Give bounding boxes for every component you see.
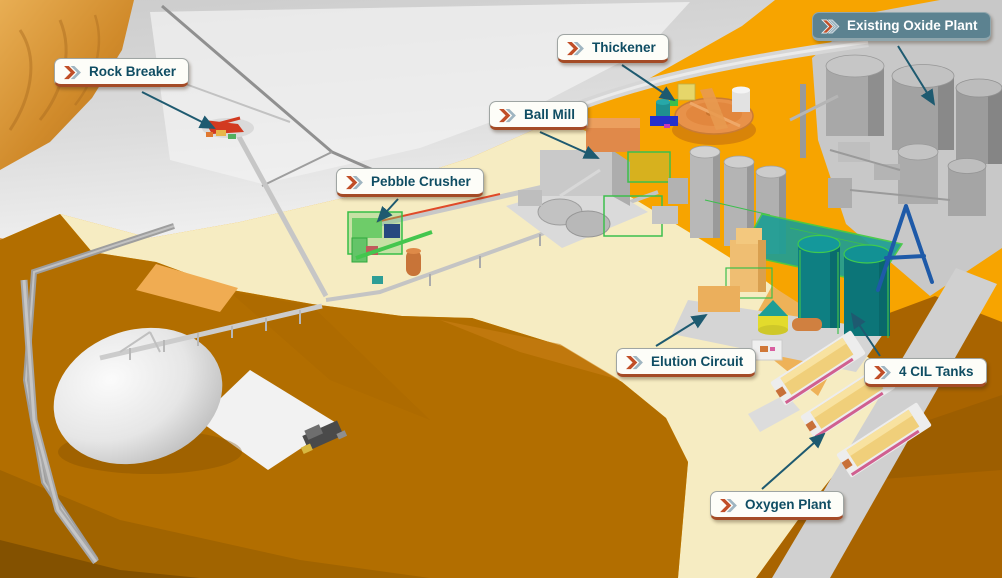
callout-oxygen-plant: Oxygen Plant [710,491,845,521]
chevron-icon [625,355,644,370]
callout-elution-circuit: Elution Circuit [616,348,757,378]
stockpile-dome [53,327,242,474]
oxygen-plant-structure [770,330,932,478]
callout-thickener: Thickener [557,34,669,64]
mobile-crusher-vehicle [300,420,348,454]
chevron-icon [566,41,585,56]
bench-terrain [136,264,238,312]
callout-rock-breaker: Rock Breaker [54,58,190,88]
callout-label: Oxygen Plant [745,497,832,512]
chevron-icon [719,498,738,513]
chevron-icon [345,175,364,190]
chevron-icon [821,19,840,34]
callout-label: Existing Oxide Plant [847,18,978,33]
chevron-icon [873,365,892,380]
callout-label: Rock Breaker [89,64,177,79]
open-pit-terrain [0,214,688,578]
callout-cil-tanks: 4 CIL Tanks [864,358,987,388]
callout-label: Elution Circuit [651,354,744,369]
plateau-terrain [60,120,905,578]
callout-existing-oxide-plant: Existing Oxide Plant [812,12,991,42]
callout-label: Ball Mill [524,107,576,122]
chevron-icon [498,108,517,123]
callout-ball-mill: Ball Mill [489,101,589,131]
chevron-icon [63,65,82,80]
callout-label: Thickener [592,40,656,55]
thickener-structure [650,83,756,145]
callout-label: 4 CIL Tanks [899,364,974,379]
elution-circuit-structure [698,228,822,361]
callout-pebble-crusher: Pebble Crusher [336,168,484,198]
pit-wall [22,223,175,562]
callout-label: Pebble Crusher [371,174,471,189]
